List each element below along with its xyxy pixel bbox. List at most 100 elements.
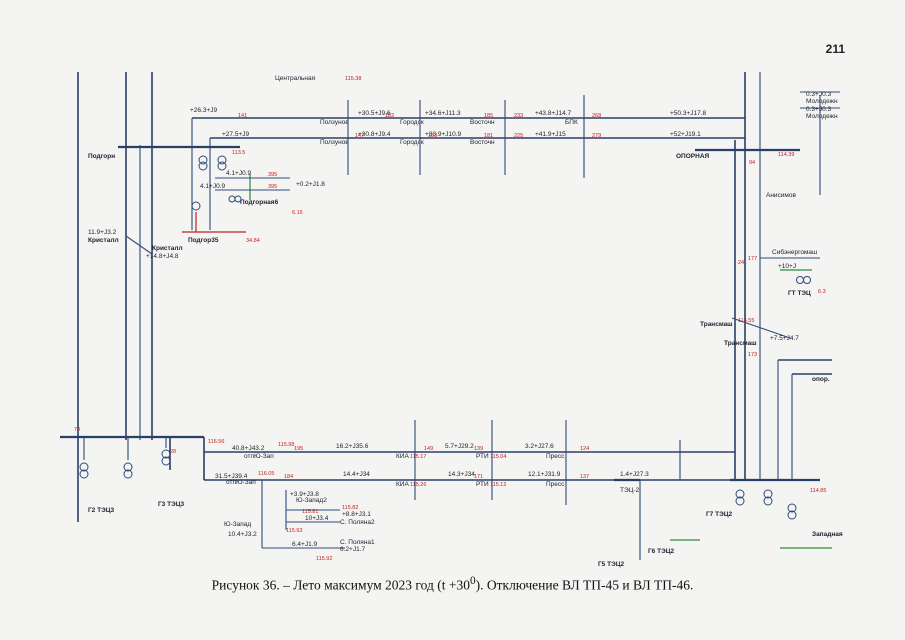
podgornaya6-voltage: 6.15 — [292, 210, 303, 216]
podg-flow-2: 4.1+J0.9 — [200, 183, 226, 190]
otpu-zap-label-2: отпЮ-Зап — [226, 479, 256, 486]
flow-top-8: +41.9+J15 — [535, 131, 566, 138]
otpu-zap-label-1: отпЮ-Зап — [244, 453, 274, 460]
transmash-label-1: Трансмаш — [700, 321, 733, 328]
rnum-395b: 395 — [268, 184, 277, 190]
zapad-transformer-1 — [787, 503, 797, 513]
yu-zapad-label: Ю-Запад — [224, 521, 251, 528]
g6-label: Г6 ТЭЦ2 — [648, 548, 674, 555]
voltage-115-92: 115.92 — [316, 556, 332, 562]
rnum-181: 181 — [484, 133, 493, 139]
podg-flow-3: +0.2+J1.8 — [296, 181, 325, 188]
press-label-1: Пресс — [546, 453, 565, 460]
podgor35-voltage: 34.84 — [246, 238, 260, 244]
bot-flow-3: 16.2+J35.6 — [336, 443, 369, 450]
kia-label-1: КИА — [396, 453, 409, 460]
anisimov-label: Анисимов — [766, 192, 797, 199]
page-number: 211 — [825, 42, 845, 56]
g2-label: Г2 ТЭЦ3 — [88, 507, 114, 514]
transformer-podgorn-2 — [198, 161, 208, 171]
rnum-28: 28 — [170, 449, 176, 455]
voltage-115-82: 115.82 — [342, 505, 358, 511]
yz-flow-5: 6.2+J1.7 — [340, 546, 366, 553]
rnum-279: 279 — [592, 133, 601, 139]
sib-flow: +10+J — [778, 263, 796, 270]
kristall-flow: 11.9+J3.2 — [88, 229, 117, 236]
rnum-184: 184 — [284, 474, 293, 480]
flow-top-6: +30.8+J9.4 — [358, 131, 391, 138]
flow-top-5: +27.5+J9 — [222, 131, 249, 138]
bot-flow-7: 14.3+J34 — [448, 471, 475, 478]
gorodsk-label-2: Городск — [400, 139, 424, 146]
bot-flow-4: 5.7+J29.2 — [445, 443, 474, 450]
bot-flow-6: 14.4+J34 — [343, 471, 370, 478]
rnum-24: 24 — [738, 260, 744, 266]
vostoch-label-2: Восточн — [470, 139, 495, 146]
g7-transformer-2 — [735, 496, 745, 506]
rnum-149: 149 — [424, 446, 433, 452]
bot-flow-5: 3.2+J27.6 — [525, 443, 554, 450]
rnum-395a: 395 — [268, 172, 277, 178]
rnum-182: 182 — [385, 113, 394, 119]
transmash-link — [731, 317, 791, 339]
opornaya-voltage: 114.39 — [778, 152, 794, 158]
rti-voltage-1: 115.04 — [490, 454, 506, 460]
kristall2-label: Кристалл — [152, 245, 183, 252]
gt-tets-voltage: 6.3 — [818, 289, 826, 295]
rnum-139: 139 — [474, 446, 483, 452]
opornaya-label: ОПОРНАЯ — [676, 153, 710, 160]
opor-label: опор. — [812, 376, 830, 383]
flow-top-2: +34.6+J11.3 — [425, 110, 461, 117]
flow-top-3: +43.8+J14.7 — [535, 110, 572, 117]
rnum-173: 173 — [748, 352, 757, 358]
kia-voltage-2: 115.26 — [410, 482, 426, 488]
central-label: Центральная — [275, 75, 316, 82]
g8-transformer-2 — [763, 496, 773, 506]
rnum-183: 183 — [428, 133, 437, 139]
gt-tets-gen-1 — [796, 276, 804, 284]
flow-top-4: +50.3+J17.8 — [670, 110, 707, 117]
caption-text-end: ). Отключение ВЛ ТП-45 и ВЛ ТП-46. — [475, 577, 694, 593]
caption-text: Рисунок 36. – Лето максимум 2023 год (t … — [211, 577, 470, 593]
rnum-195: 195 — [294, 446, 303, 452]
caption-superscript: 0 — [469, 575, 476, 587]
yz-voltage-115-81: 115.81 — [302, 509, 318, 515]
rnum-268: 268 — [592, 113, 601, 119]
flow-top-10: +26.3+J9 — [190, 107, 217, 114]
podgornaya6-label: Подгорная6 — [240, 199, 279, 206]
zapad-transformer-2 — [787, 510, 797, 520]
rnum-137: 137 — [580, 474, 589, 480]
mol-flow-2: 0.3+J0.3 — [806, 106, 832, 113]
yz-flow-2: +8.8+J3.1 — [342, 511, 371, 518]
transformer-podgorn-4 — [217, 161, 227, 171]
zapadnaya-label: Западная — [812, 531, 843, 538]
polzunov-label-1: Ползунов — [320, 119, 349, 126]
bot-flow-8: 12.1+J31.9 — [528, 471, 561, 478]
voltage-115-93: 115.93 — [286, 528, 302, 534]
rnum-225: 225 — [514, 133, 523, 139]
transmash-label-2: Трансмаш — [724, 340, 757, 347]
gt-tets-gen-2 — [803, 276, 811, 284]
rnum-141: 141 — [238, 113, 247, 119]
molodezh-label-1: Молодежн — [806, 98, 838, 105]
rti-voltage-2: 115.12 — [490, 482, 506, 488]
transmash-voltage: 114.55 — [738, 318, 754, 324]
otpu-voltage-1: 115.98 — [278, 442, 294, 448]
transformer-podgorn-3 — [217, 155, 227, 165]
rnum-185: 185 — [484, 113, 493, 119]
podgorn-voltage: 113.5 — [232, 150, 245, 156]
rnum-78: 78 — [74, 427, 80, 433]
transformer-podgorn-1 — [198, 155, 208, 165]
yz-flow-4: 6.4+J1.9 — [292, 541, 318, 548]
g3-transformer-1 — [161, 449, 171, 459]
podgor35-label: Подгор35 — [188, 237, 219, 244]
molodezh-label-2: Молодежн — [806, 113, 838, 120]
gt-tets-label: ГТ ТЭЦ — [788, 290, 811, 297]
rnum-94: 94 — [749, 160, 755, 166]
rti-label-1: РТИ — [476, 453, 489, 460]
g3-transformer-2 — [161, 456, 171, 466]
g-mid-transformer-1 — [123, 462, 133, 472]
tets3-bus-voltage: 116.56 — [208, 439, 224, 445]
polzunov-label-2: Ползунов — [320, 139, 349, 146]
